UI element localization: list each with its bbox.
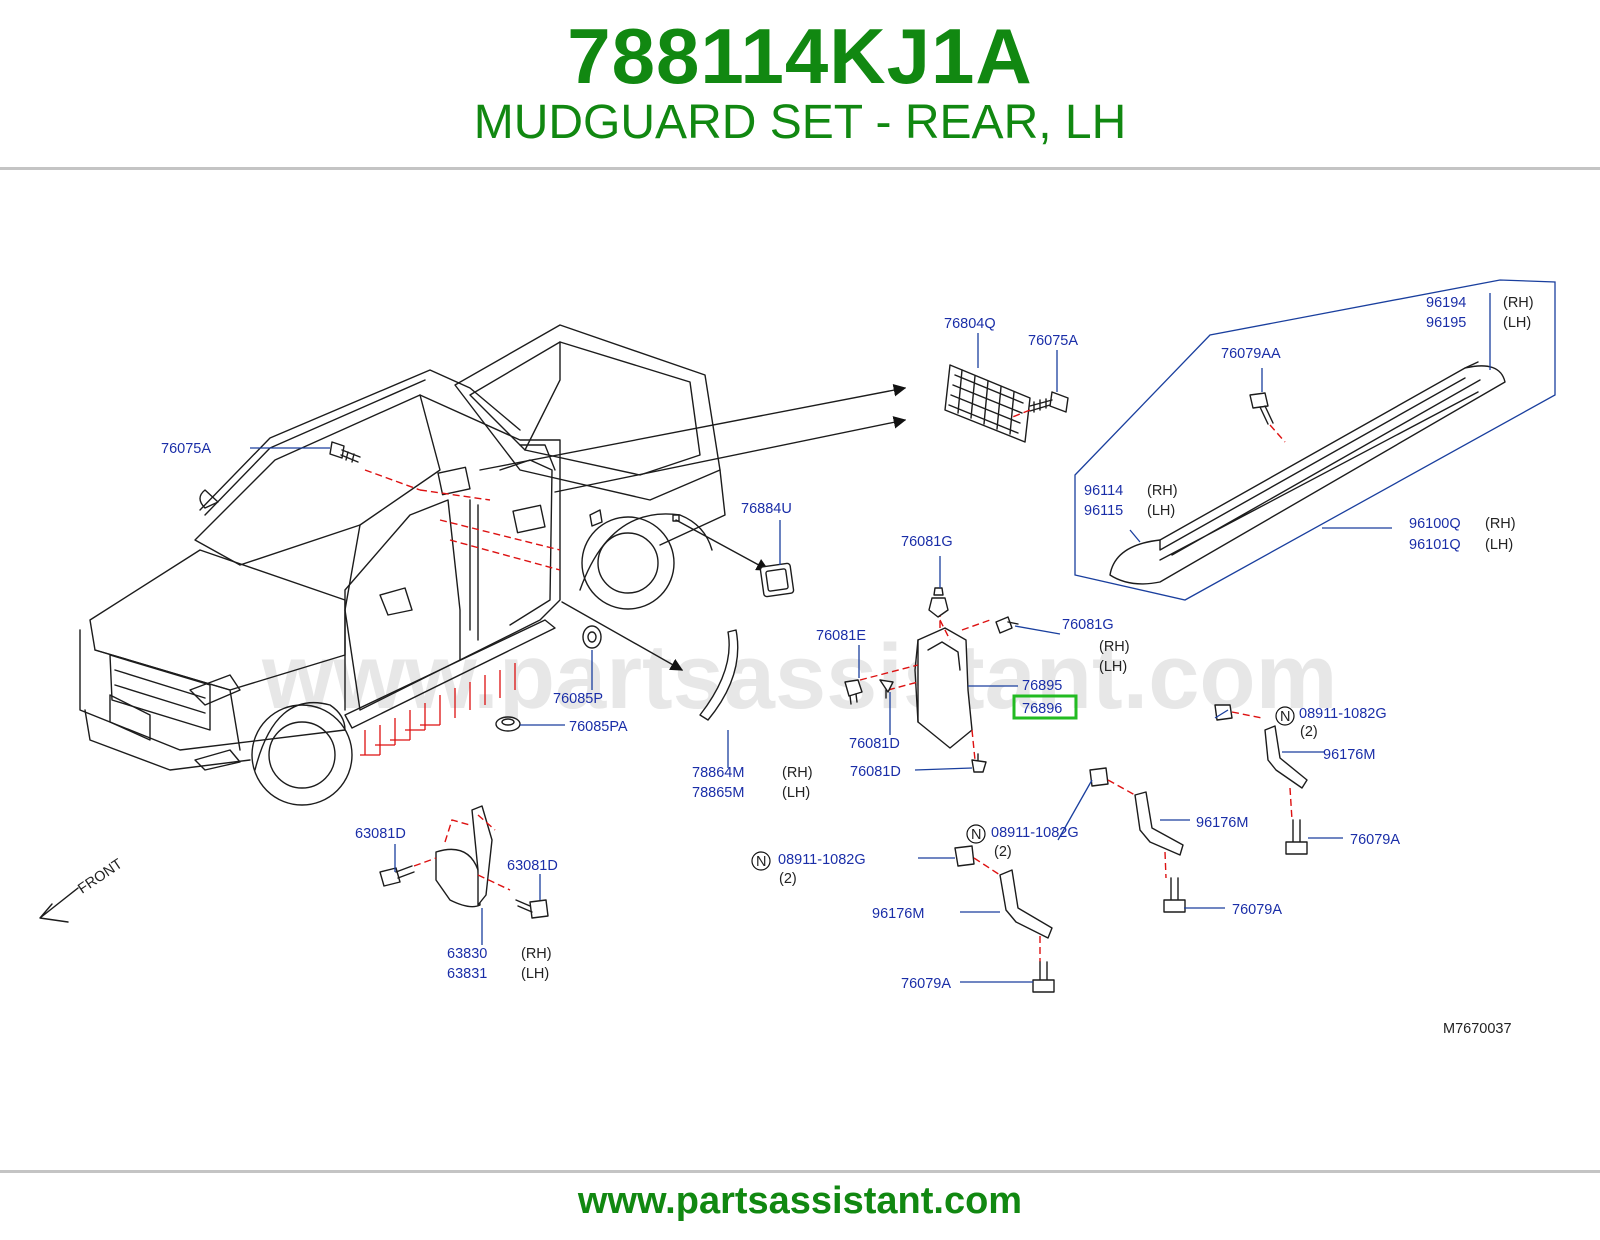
callout-78865m: 78865M [692, 785, 744, 801]
arch-trim-78864m [699, 629, 739, 721]
svg-text:FRONT: FRONT [75, 856, 125, 897]
callout-08911-1082g: 08911-1082G [991, 825, 1079, 841]
callout-96194: 96194 [1426, 295, 1466, 311]
footer-divider [0, 1170, 1600, 1173]
callout-96176m: 96176M [1196, 815, 1248, 831]
callout-76079a: 76079A [1232, 902, 1282, 918]
callout-76884u: 76884U [741, 501, 792, 517]
callout-96176m: 96176M [1323, 747, 1375, 763]
bolt-63081d-a [379, 857, 437, 887]
bracket-96176m-c [954, 845, 1053, 962]
callout-76081g: 76081G [1062, 617, 1114, 633]
highlighted-part-box [1012, 694, 1078, 720]
callout-76081e: 76081E [816, 628, 866, 644]
svg-text:(RH): (RH) [1503, 295, 1534, 311]
svg-text:(RH): (RH) [1099, 639, 1130, 655]
callout-96115: 96115 [1084, 503, 1123, 519]
callout-76079a: 76079A [1350, 832, 1400, 848]
callout-96195: 96195 [1426, 315, 1466, 331]
svg-text:N: N [971, 827, 981, 843]
clip-76081g-right [995, 616, 1019, 634]
callout-76085pa: 76085PA [569, 719, 628, 735]
callout-76081g: 76081G [901, 534, 953, 550]
n-symbol-icon [1275, 706, 1295, 726]
grommet-76085p [582, 625, 602, 649]
svg-text:(RH): (RH) [521, 946, 552, 962]
page-header: 788114KJ1A MUDGUARD SET - REAR, LH [0, 0, 1600, 170]
pad-76884u [759, 562, 795, 598]
svg-text:(RH): (RH) [1147, 483, 1178, 499]
callout-76075a: 76075A [1028, 333, 1078, 349]
part-number: 788114KJ1A [567, 12, 1033, 100]
svg-text:(2): (2) [994, 844, 1012, 860]
callout-76895: 76895 [1022, 678, 1062, 694]
svg-text:(LH): (LH) [1147, 503, 1175, 519]
clip-76081d-a [879, 679, 894, 699]
screw-76075a-top [1009, 391, 1069, 419]
bracket-96176m-b [1089, 767, 1184, 879]
callout-76079aa: 76079AA [1221, 346, 1281, 362]
callout-76896-highlighted: 76896 [1022, 701, 1062, 717]
callout-96100q: 96100Q [1409, 516, 1461, 532]
bolt-63081d-b [515, 899, 549, 919]
clip-76081e [844, 679, 863, 705]
clip-76081g-top [928, 587, 949, 618]
leader-lines [250, 293, 1491, 983]
svg-text:N: N [1280, 709, 1290, 725]
bolt-76079a-a [1285, 819, 1308, 855]
svg-text:(RH): (RH) [1485, 516, 1516, 532]
part-name: MUDGUARD SET - REAR, LH [473, 96, 1127, 149]
n-symbol-icon [966, 824, 986, 844]
front-direction-indicator: FRONT [39, 856, 126, 923]
svg-text:(LH): (LH) [1099, 659, 1127, 675]
bolt-76079a-c [1032, 961, 1055, 993]
front-mudguard-part [435, 805, 511, 908]
callout-76085p: 76085P [553, 691, 603, 707]
callout-08911-1082g: 08911-1082G [778, 852, 866, 868]
header-divider [0, 167, 1600, 170]
truck-illustration [79, 324, 907, 806]
callout-63081d: 63081D [355, 826, 406, 842]
bolt-76079a-b [1163, 877, 1186, 913]
svg-text:(LH): (LH) [521, 966, 549, 982]
svg-text:(2): (2) [1300, 724, 1318, 740]
callout-96114: 96114 [1084, 483, 1123, 499]
callout-96101q: 96101Q [1409, 537, 1461, 553]
svg-text:(LH): (LH) [1485, 537, 1513, 553]
svg-text:(2): (2) [779, 871, 797, 887]
svg-text:(LH): (LH) [782, 785, 810, 801]
side-step-kit-box [1074, 279, 1556, 601]
callout-96176m: 96176M [872, 906, 924, 922]
callout-76075a: 76075A [161, 441, 211, 457]
svg-text:(RH): (RH) [782, 765, 813, 781]
callout-76081d: 76081D [850, 764, 901, 780]
callout-76079a: 76079A [901, 976, 951, 992]
callout-63081d: 63081D [507, 858, 558, 874]
clip-76081d-b [971, 753, 987, 773]
diagram-code: M7670037 [1443, 1021, 1512, 1037]
svg-text:(LH): (LH) [1503, 315, 1531, 331]
callout-76804q: 76804Q [944, 316, 996, 332]
callout-08911-1082g: 08911-1082G [1299, 706, 1387, 722]
parts-diagram: www.partsassistant.com [39, 279, 1556, 1037]
callout-labels: 76804Q 76075A 76075A 76884U 76081G 76081… [161, 295, 1534, 1037]
callout-76081d: 76081D [849, 736, 900, 752]
vent-grille-part [944, 364, 1031, 443]
screw-76075a-left [329, 441, 361, 463]
watermark: www.partsassistant.com [261, 626, 1337, 728]
footer-url: www.partsassistant.com [577, 1180, 1023, 1222]
callout-78864m: 78864M [692, 765, 744, 781]
callout-63831: 63831 [447, 966, 487, 982]
n-symbol-icon [751, 851, 771, 871]
callout-63830: 63830 [447, 946, 487, 962]
svg-text:N: N [756, 854, 766, 870]
